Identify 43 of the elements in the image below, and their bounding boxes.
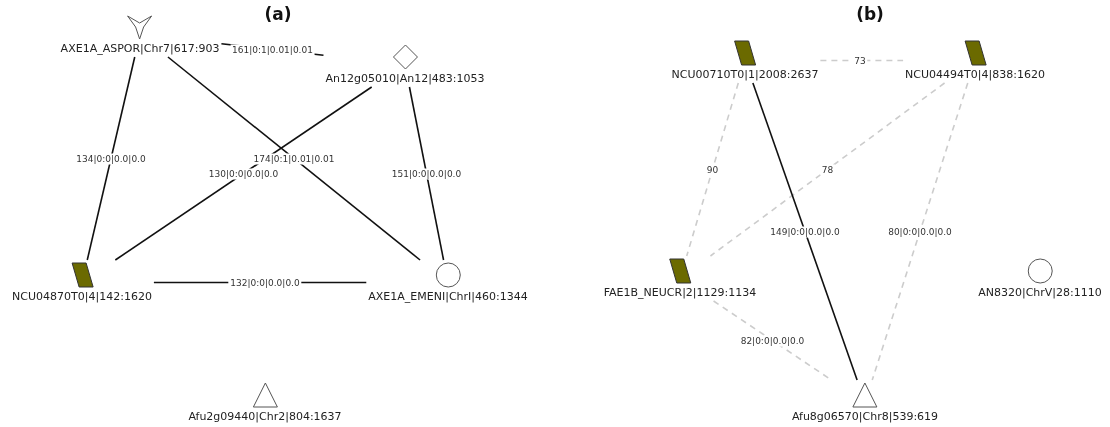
graph-node bbox=[12, 262, 152, 303]
edge-line bbox=[709, 82, 946, 257]
edge-label: 151|0:0|0.0|0.0 bbox=[389, 168, 464, 179]
panel-label: (b) bbox=[856, 4, 884, 24]
node-label: AXE1A_EMENI|ChrI|460:1344 bbox=[368, 290, 528, 303]
edge-label: 149|0:0|0.0|0.0 bbox=[768, 226, 842, 237]
node-label: FAE1B_NEUCR|2|1129:1134 bbox=[603, 286, 757, 299]
graph-node bbox=[188, 382, 342, 423]
node-label: NCU04870T0|4|142:1620 bbox=[12, 290, 152, 303]
graph-node bbox=[905, 40, 1045, 81]
edge-label: 161|0:1|0.01|0.01 bbox=[230, 44, 315, 55]
node-label: An12g05010|An12|483:1053 bbox=[325, 72, 485, 85]
edge-label: 90 bbox=[704, 164, 721, 175]
edge-label: 134|0:0|0.0|0.0 bbox=[74, 153, 148, 164]
node-label: NCU04494T0|4|838:1620 bbox=[905, 68, 1045, 81]
graph-node bbox=[603, 258, 757, 299]
graph-node bbox=[60, 14, 220, 55]
graph-node bbox=[791, 382, 939, 423]
node-label: Afu2g09440|Chr2|804:1637 bbox=[188, 410, 342, 423]
panel-label: (a) bbox=[264, 4, 292, 24]
edge-line bbox=[167, 56, 421, 261]
edge-line bbox=[408, 86, 445, 261]
edge-label: 82|0:0|0.0|0.0 bbox=[738, 335, 807, 346]
graph-node bbox=[978, 258, 1102, 299]
edge-line bbox=[871, 82, 969, 381]
node-label: AXE1A_ASPOR|Chr7|617:903 bbox=[60, 42, 220, 55]
graph-node bbox=[325, 44, 485, 85]
edge-line bbox=[114, 86, 373, 261]
edge-label: 78 bbox=[819, 164, 836, 175]
edge-label: 130|0:0|0.0|0.0 bbox=[206, 168, 281, 179]
node-label: Afu8g06570|Chr8|539:619 bbox=[791, 410, 939, 423]
graph-node bbox=[368, 262, 528, 303]
edge-label: 174|0:1|0.01|0.01 bbox=[251, 153, 337, 164]
edge-line bbox=[752, 82, 858, 381]
edge-label: 80|0:0|0.0|0.0 bbox=[886, 226, 954, 237]
node-label: AN8320|ChrV|28:1110 bbox=[978, 286, 1102, 299]
graph-node bbox=[671, 40, 819, 81]
edge-label: 132|0:0|0.0|0.0 bbox=[228, 277, 302, 288]
edge-line bbox=[685, 82, 740, 257]
edge-line bbox=[86, 56, 136, 261]
edge-label: 73 bbox=[852, 55, 868, 66]
node-label: NCU00710T0|1|2008:2637 bbox=[671, 68, 819, 81]
edge-line bbox=[819, 59, 904, 62]
